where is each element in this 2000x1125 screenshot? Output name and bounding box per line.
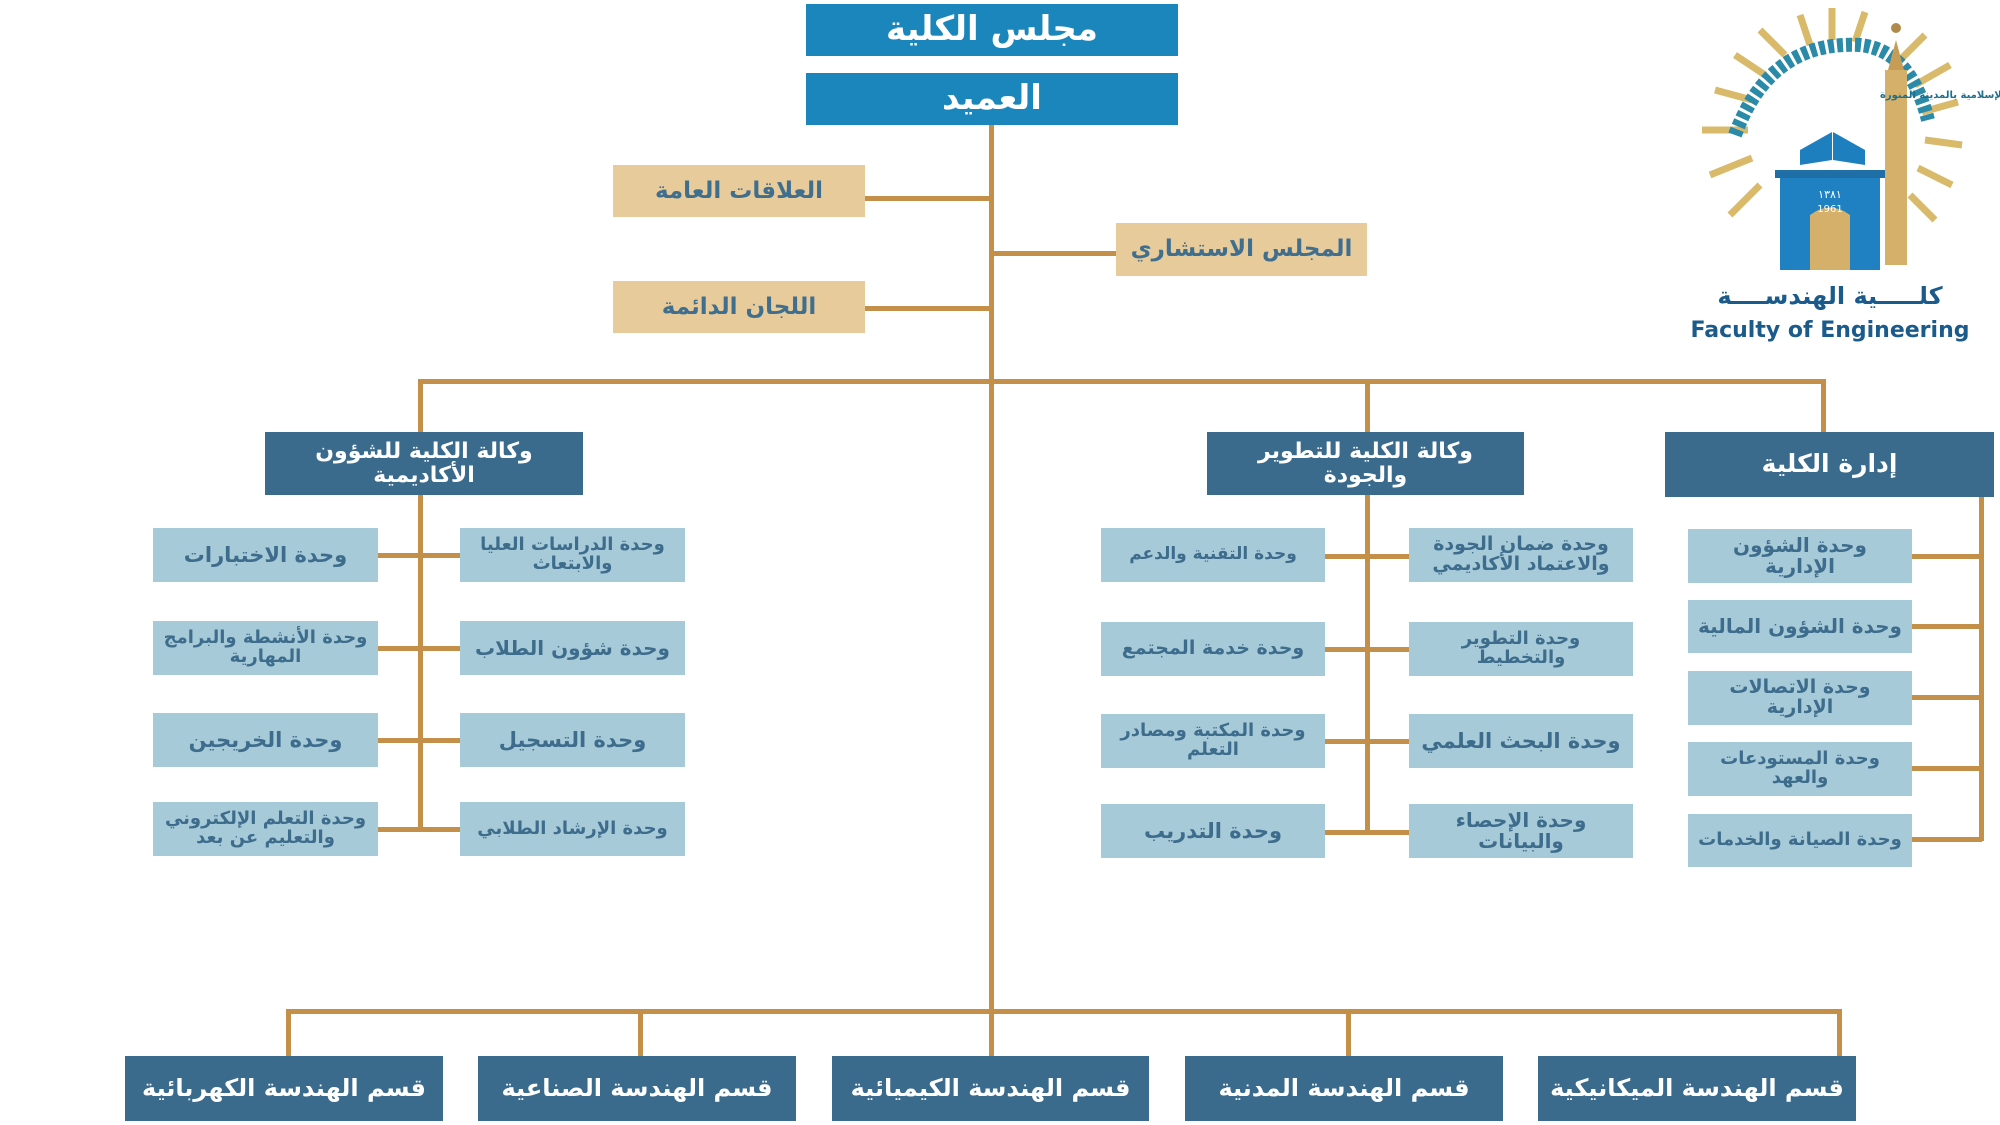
- logo-arabic-name: كلـــــية الهندســــة: [1717, 282, 1943, 311]
- connector: [1365, 495, 1370, 834]
- unit-registration: وحدة التسجيل: [460, 713, 685, 767]
- unit-technology-support: وحدة التقنية والدعم: [1101, 528, 1325, 582]
- connector: [1346, 1009, 1351, 1057]
- faculty-logo: ١٣٨١ 1961 الجامعة الإسلامية بالمدينة الم…: [1660, 0, 2000, 350]
- dean-box: العميد: [806, 73, 1178, 125]
- logo-english-name: Faculty of Engineering: [1690, 318, 1970, 344]
- dept-civil-engineering: قسم الهندسة المدنية: [1185, 1056, 1503, 1121]
- unit-graduate-studies: وحدة الدراسات العليا والابتعاث: [460, 528, 685, 582]
- dept-industrial-engineering: قسم الهندسة الصناعية: [478, 1056, 796, 1121]
- unit-community-service: وحدة خدمة المجتمع: [1101, 622, 1325, 676]
- unit-administrative-communications: وحدة الاتصالات الإدارية: [1688, 671, 1912, 725]
- connector-departments: [286, 1009, 1841, 1014]
- connector: [1912, 554, 1982, 559]
- public-relations-box: العلاقات العامة: [613, 165, 865, 217]
- university-emblem-icon: ١٣٨١ 1961 الجامعة الإسلامية بالمدينة الم…: [1702, 8, 2000, 270]
- unit-scientific-research: وحدة البحث العلمي: [1409, 714, 1633, 768]
- college-administration: إدارة الكلية: [1665, 432, 1994, 497]
- connector: [378, 646, 460, 651]
- connector: [378, 738, 460, 743]
- unit-student-guidance: وحدة الإرشاد الطلابي: [460, 802, 685, 856]
- unit-training: وحدة التدريب: [1101, 804, 1325, 858]
- dept-chemical-engineering: قسم الهندسة الكيميائية: [832, 1056, 1149, 1121]
- connector: [991, 251, 1117, 256]
- dept-mechanical-engineering: قسم الهندسة الميكانيكية: [1538, 1056, 1856, 1121]
- connector: [1325, 554, 1409, 559]
- college-council-box: مجلس الكلية: [806, 4, 1178, 56]
- development-quality-vice-deanship: وكالة الكلية للتطوير والجودة: [1207, 432, 1524, 495]
- connector: [1325, 739, 1409, 744]
- connector: [1325, 647, 1409, 652]
- dept-electrical-engineering: قسم الهندسة الكهربائية: [125, 1056, 443, 1121]
- connector: [418, 495, 423, 829]
- unit-development-planning: وحدة التطوير والتخطيط: [1409, 622, 1633, 676]
- unit-warehouses: وحدة المستودعات والعهد: [1688, 742, 1912, 796]
- academic-affairs-vice-deanship: وكالة الكلية للشؤون الأكاديمية: [265, 432, 583, 495]
- connector: [378, 827, 460, 832]
- connector: [1837, 1009, 1842, 1057]
- standing-committees-box: اللجان الدائمة: [613, 281, 865, 333]
- connector: [1979, 497, 1984, 841]
- unit-library: وحدة المكتبة ومصادر التعلم: [1101, 714, 1325, 768]
- connector: [865, 196, 991, 201]
- connector: [865, 306, 991, 311]
- connector: [286, 1009, 291, 1057]
- connector: [1365, 379, 1370, 433]
- unit-quality-assurance: وحدة ضمان الجودة والاعتماد الأكاديمي: [1409, 528, 1633, 582]
- unit-activities: وحدة الأنشطة والبرامج المهارية: [153, 621, 378, 675]
- connector: [1325, 830, 1409, 835]
- unit-statistics-data: وحدة الإحصاء والبيانات: [1409, 804, 1633, 858]
- connector: [1912, 837, 1982, 842]
- unit-maintenance: وحدة الصيانة والخدمات: [1688, 814, 1912, 867]
- advisory-council-box: المجلس الاستشاري: [1116, 223, 1367, 276]
- connector: [1912, 766, 1982, 771]
- connector-branch: [418, 379, 1826, 384]
- connector: [1912, 624, 1982, 629]
- connector: [638, 1009, 643, 1057]
- unit-student-affairs: وحدة شؤون الطلاب: [460, 621, 685, 675]
- connector: [418, 379, 423, 433]
- university-name-calligraphy: الجامعة الإسلامية بالمدينة المنورة: [1880, 90, 2000, 101]
- unit-graduates: وحدة الخريجين: [153, 713, 378, 767]
- unit-administrative-affairs: وحدة الشؤون الإدارية: [1688, 529, 1912, 583]
- unit-e-learning: وحدة التعلم الإلكتروني والتعليم عن بعد: [153, 802, 378, 856]
- connector: [1912, 695, 1982, 700]
- connector-trunk: [989, 125, 994, 1057]
- unit-financial-affairs: وحدة الشؤون المالية: [1688, 600, 1912, 653]
- connector: [378, 553, 460, 558]
- year: 1961: [1817, 204, 1842, 215]
- unit-exams: وحدة الاختبارات: [153, 528, 378, 582]
- year-hijri: ١٣٨١: [1818, 188, 1842, 201]
- connector: [1821, 379, 1826, 433]
